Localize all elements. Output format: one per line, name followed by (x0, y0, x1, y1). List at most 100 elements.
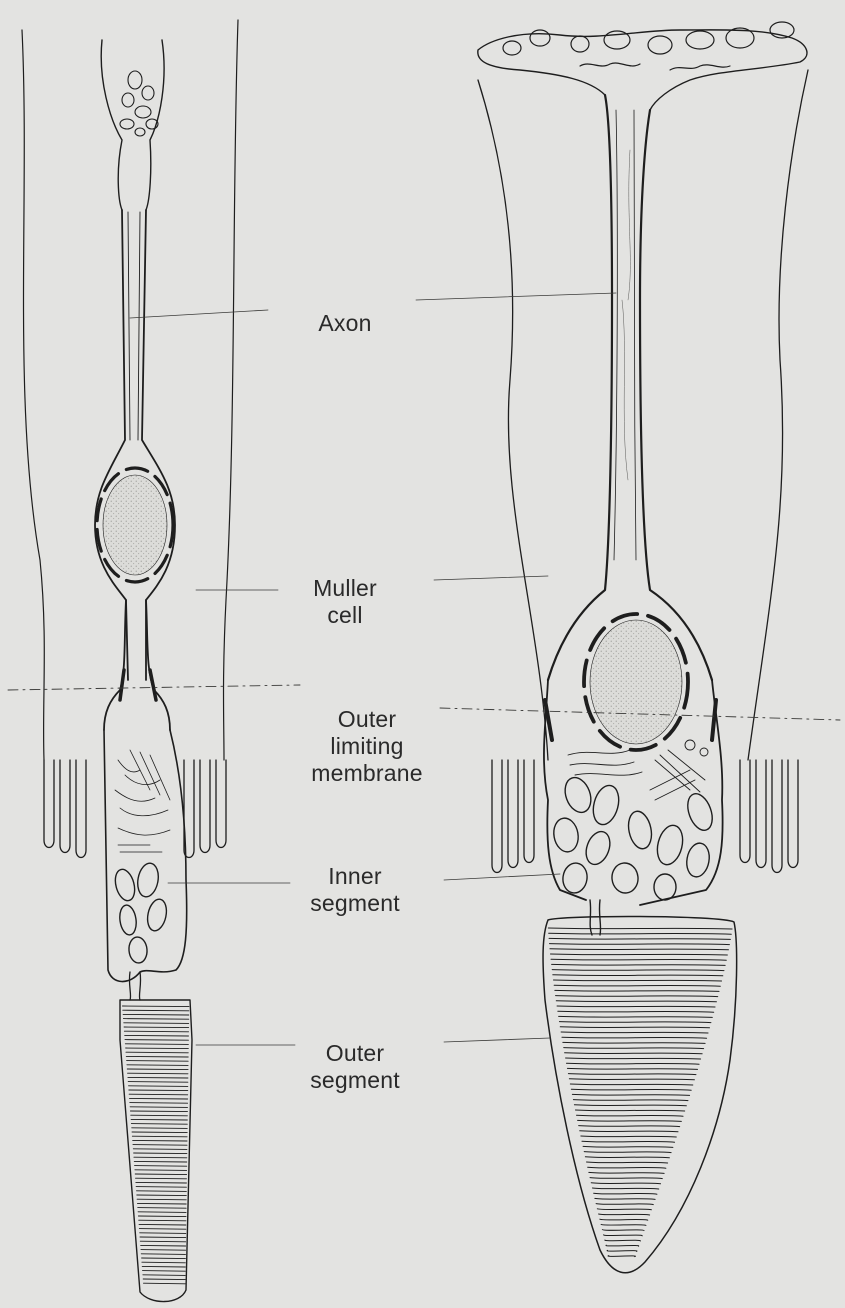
rod-disc (134, 1153, 187, 1154)
rod-disc (140, 1233, 186, 1234)
cone-disc (566, 1058, 701, 1059)
cone-disc (591, 1183, 660, 1184)
rod-disc (129, 1094, 188, 1095)
cone-disc (584, 1152, 671, 1153)
rod-disc (129, 1090, 188, 1091)
rod-disc (136, 1187, 186, 1188)
leader-axon-left (130, 310, 268, 318)
rod-disc (131, 1119, 187, 1120)
rod-outer-segment (120, 1000, 192, 1302)
cone-disc (589, 1172, 664, 1173)
rod-calyceal-processes (44, 760, 226, 858)
cone-disc (566, 1063, 699, 1064)
cone-disc (550, 949, 728, 950)
rod-disc (139, 1224, 186, 1225)
rod-disc (141, 1245, 186, 1246)
cone-disc (563, 1042, 705, 1043)
rod-disc (139, 1229, 186, 1230)
rod-disc (133, 1149, 187, 1150)
cone-disc (567, 1068, 697, 1069)
rod-disc (140, 1241, 185, 1242)
rod-disc (138, 1212, 186, 1213)
cone-disc (577, 1115, 684, 1116)
cone-disc (595, 1198, 655, 1199)
rod-disc (128, 1077, 188, 1078)
rod-disc (135, 1166, 187, 1167)
rod-disc (143, 1275, 185, 1276)
cone-mitochondria (551, 774, 717, 900)
leader-axon-right (416, 293, 616, 300)
cone-disc (549, 933, 732, 934)
rod-disc (136, 1191, 186, 1192)
rod-disc (138, 1208, 186, 1209)
rod-disc (124, 1031, 188, 1032)
rod-disc (131, 1124, 187, 1125)
cone-disc (551, 959, 726, 960)
rod-disc (143, 1271, 186, 1272)
rod-muller-right-boundary (224, 20, 239, 760)
cone-cell (478, 22, 808, 1273)
leader-outer-right (444, 1038, 550, 1042)
cone-synaptic-pedicle (478, 30, 807, 110)
rod-disc (124, 1023, 189, 1024)
cone-disc (574, 1105, 686, 1106)
cone-pedicle-vesicles (503, 22, 794, 70)
rod-disc (137, 1199, 186, 1200)
cone-disc (553, 975, 723, 976)
cone-disc (601, 1224, 646, 1225)
cone-muller-left-boundary (478, 80, 548, 760)
cone-disc (552, 970, 724, 971)
cone-disc (559, 1022, 710, 1023)
cone-disc (590, 1178, 662, 1179)
rod-disc (123, 1010, 189, 1011)
rod-disc (125, 1035, 189, 1036)
rod-disc (133, 1145, 187, 1146)
rod-disc (123, 1019, 188, 1020)
cone-disc (552, 964, 726, 965)
cone-disc (600, 1219, 648, 1220)
rod-disc (122, 1006, 188, 1007)
cone-disc (583, 1146, 673, 1147)
cone-disc (564, 1048, 704, 1049)
cone-disc (608, 1256, 635, 1257)
cone-disc (556, 996, 718, 997)
cone-disc (582, 1141, 675, 1142)
rod-disc (127, 1065, 188, 1066)
cone-muller-right-boundary (748, 70, 808, 760)
cone-discs (548, 928, 732, 1257)
cone-disc (604, 1235, 643, 1236)
rod-disc (127, 1061, 189, 1062)
rod-disc (128, 1073, 188, 1074)
cone-disc (578, 1120, 682, 1121)
rod-disc (139, 1220, 186, 1221)
rod-disc (141, 1250, 186, 1251)
cone-disc (570, 1084, 692, 1085)
cone-disc (560, 1027, 709, 1028)
cone-disc (594, 1193, 657, 1194)
rod-disc (134, 1161, 187, 1162)
cone-disc (553, 980, 721, 981)
rod-muller-left-boundary (22, 30, 44, 760)
rod-disc (129, 1086, 188, 1087)
cone-disc (580, 1131, 678, 1132)
rod-disc (130, 1103, 188, 1104)
rod-disc (138, 1216, 186, 1217)
rod-disc (142, 1258, 186, 1259)
cone-disc (562, 1037, 707, 1038)
cone-disc (558, 1011, 714, 1012)
cone-nucleus (590, 620, 682, 744)
rod-disc (137, 1195, 187, 1196)
cone-disc (579, 1126, 680, 1127)
cone-disc (605, 1240, 641, 1241)
cone-disc (549, 938, 730, 939)
rod-disc (141, 1254, 185, 1255)
cone-disc (556, 1001, 716, 1002)
cone-disc (568, 1074, 696, 1075)
cone-disc (571, 1089, 691, 1090)
rod-disc (134, 1157, 187, 1158)
rod-disc (132, 1128, 188, 1129)
rod-disc (128, 1082, 188, 1083)
cone-disc (587, 1162, 668, 1163)
rod-disc (136, 1182, 187, 1183)
